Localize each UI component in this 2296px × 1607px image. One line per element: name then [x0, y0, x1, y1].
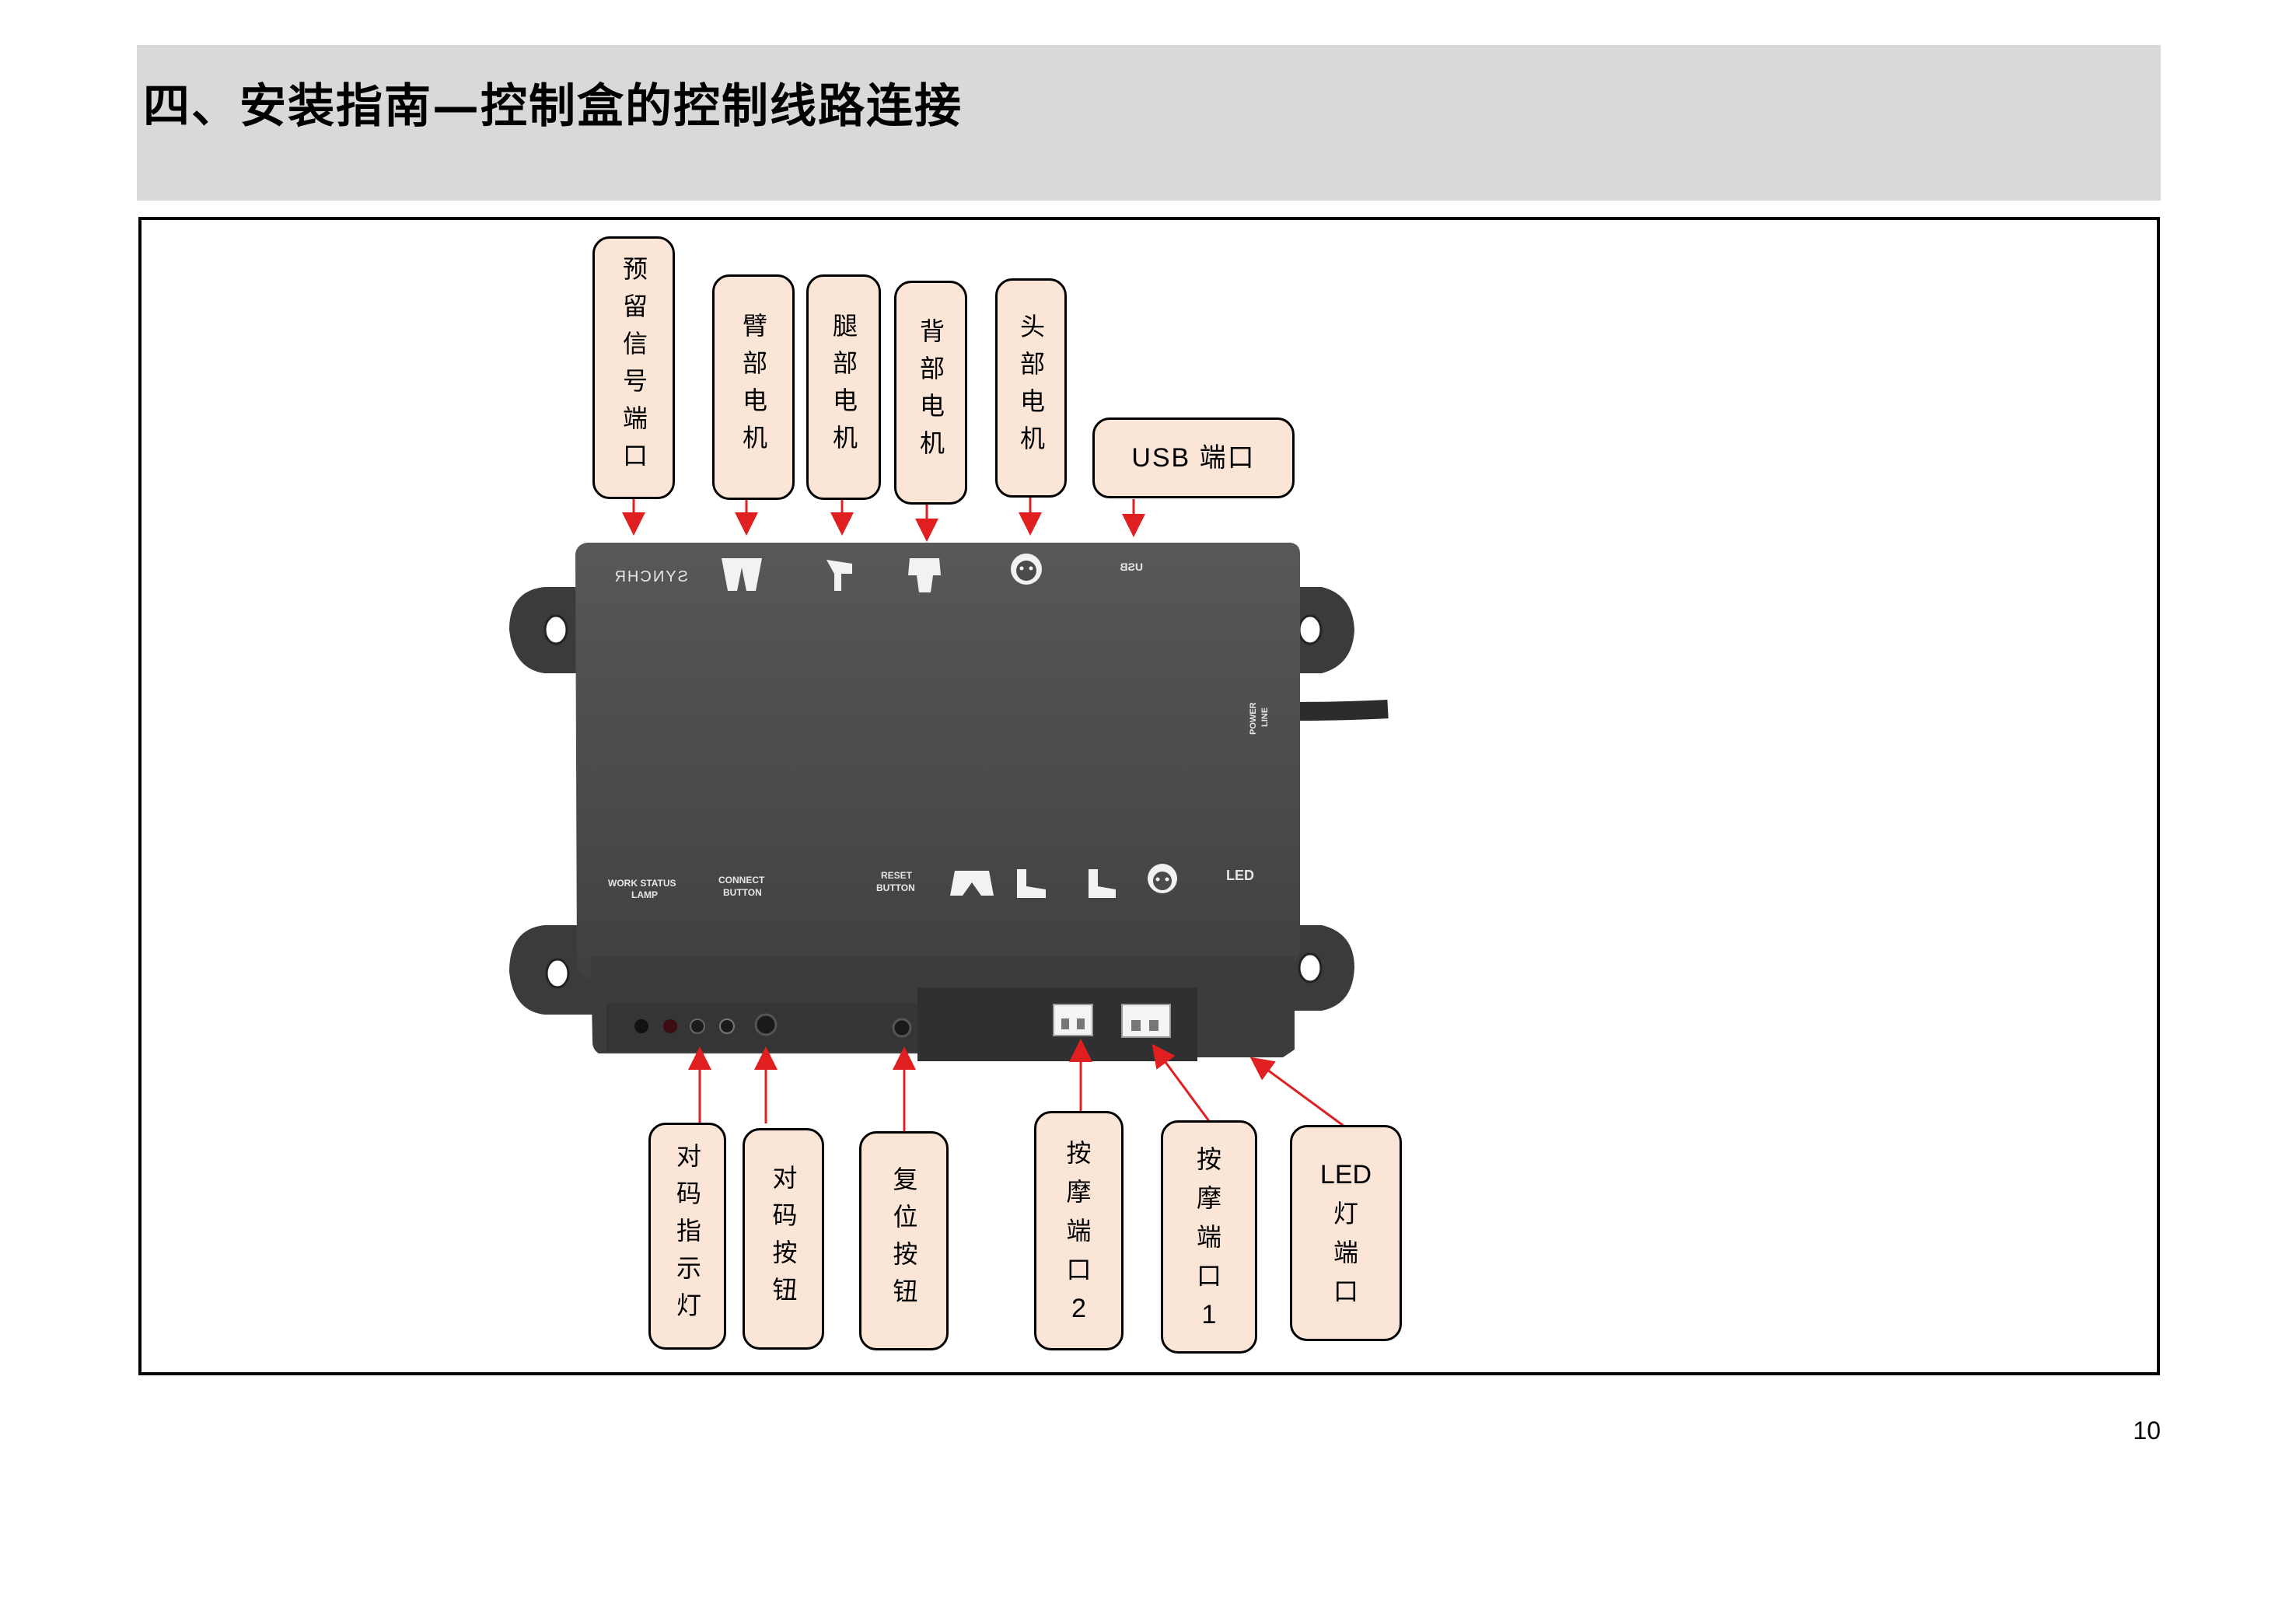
massage1-char-1: 按 [1196, 1144, 1221, 1174]
label-pair-button: 对码按钮 [743, 1128, 824, 1350]
label-pair-lamp-text: 对码指示灯 [673, 1143, 702, 1329]
label-massage-port-1: 按 摩 端 口 1 [1161, 1120, 1257, 1354]
reset-button [892, 1018, 912, 1038]
synchr-print: SYNCHR [613, 568, 688, 585]
bottom-foot-icon [1089, 869, 1116, 898]
led-char-1: LED [1319, 1160, 1372, 1190]
label-usb-port: USB 端口 [1092, 417, 1295, 498]
connect-print: CONNECT [718, 875, 765, 886]
massage2-char-1: 按 [1066, 1138, 1092, 1168]
page-number: 10 [2133, 1417, 2161, 1445]
label-leg-text: 腿部电机 [829, 313, 858, 462]
massage1-char-5: 1 [1201, 1300, 1217, 1329]
massage-port-1 [1121, 1004, 1171, 1038]
power-cable [1291, 700, 1389, 721]
mounting-holes [543, 614, 1323, 989]
label-led-port: LED 灯 端 口 [1290, 1125, 1402, 1341]
label-usb-text: USB 端口 [1131, 443, 1256, 473]
usb-print: USB [1120, 561, 1143, 573]
leg-motor-icon [826, 560, 852, 591]
label-head-motor: 头部电机 [995, 278, 1067, 498]
led-char-2: 灯 [1333, 1199, 1358, 1228]
label-head-text: 头部电机 [1016, 313, 1046, 463]
label-synchr-text: 预留信号端口 [619, 256, 648, 480]
back-motor-icon [908, 558, 941, 592]
massage1-char-3: 端 [1196, 1222, 1221, 1252]
control-box-body [575, 543, 1300, 980]
reset-print-2: BUTTON [876, 882, 915, 893]
massage1-char-4: 口 [1196, 1261, 1221, 1291]
work-status-print-2: LAMP [631, 889, 658, 900]
massage2-char-4: 口 [1066, 1255, 1092, 1284]
led-char-3: 端 [1333, 1238, 1358, 1267]
power-line-print: POWER [1249, 702, 1258, 735]
label-back-motor: 背部电机 [894, 281, 967, 505]
massage2-char-3: 端 [1066, 1216, 1092, 1245]
bottom-arrows [688, 1039, 1344, 1131]
label-reset-button: 复位按钮 [859, 1131, 949, 1350]
label-massage-port-2: 按 摩 端 口 2 [1034, 1111, 1124, 1350]
power-line-print-2: LINE [1260, 707, 1270, 727]
massage1-char-2: 摩 [1196, 1183, 1221, 1213]
led-print: LED [1226, 868, 1254, 883]
massage2-char-2: 摩 [1066, 1177, 1092, 1207]
label-arm-text: 臂部电机 [739, 313, 768, 462]
label-reset-button-text: 复位按钮 [889, 1166, 919, 1315]
label-pair-button-text: 对码按钮 [768, 1164, 799, 1314]
arm-motor-icon [722, 558, 762, 591]
work-status-print: WORK STATUS [608, 878, 676, 889]
top-arrows [622, 498, 1145, 542]
connect-button [754, 1013, 778, 1036]
label-pair-lamp: 对码指示灯 [648, 1123, 726, 1350]
reset-print: RESET [881, 870, 913, 881]
massage2-char-5: 2 [1071, 1294, 1086, 1323]
bottom-leg-icon [1017, 869, 1046, 898]
head-motor-icon [1011, 554, 1042, 585]
label-back-text: 背部电机 [916, 318, 945, 467]
label-synchr-port: 预留信号端口 [592, 236, 675, 499]
page-header: 四、安装指南—控制盒的控制线路连接 [137, 45, 2161, 201]
diagram-frame [138, 217, 2160, 1375]
massage-port-2 [1053, 1004, 1093, 1036]
bottom-arm-icon [950, 871, 994, 896]
label-arm-motor: 臂部电机 [712, 274, 795, 500]
work-status-lamps [634, 1018, 735, 1034]
page-title: 四、安装指南—控制盒的控制线路连接 [143, 79, 963, 134]
bottom-head-icon [1148, 864, 1177, 893]
led-char-4: 口 [1333, 1277, 1358, 1306]
connect-print-2: BUTTON [723, 887, 762, 898]
label-leg-motor: 腿部电机 [806, 274, 881, 500]
